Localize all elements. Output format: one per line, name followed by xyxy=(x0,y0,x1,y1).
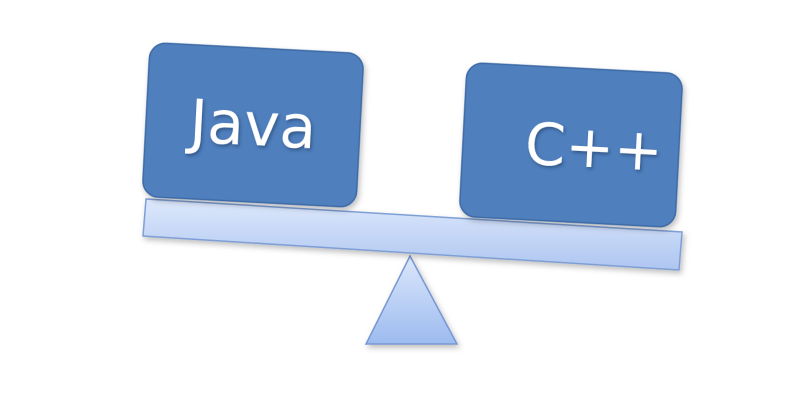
fulcrum-triangle xyxy=(364,254,459,345)
java-label: Java xyxy=(184,87,318,164)
seesaw-plank xyxy=(142,198,683,271)
cpp-box: C++ xyxy=(459,62,683,228)
cpp-label: C++ xyxy=(523,110,664,185)
java-box: Java xyxy=(142,42,364,208)
